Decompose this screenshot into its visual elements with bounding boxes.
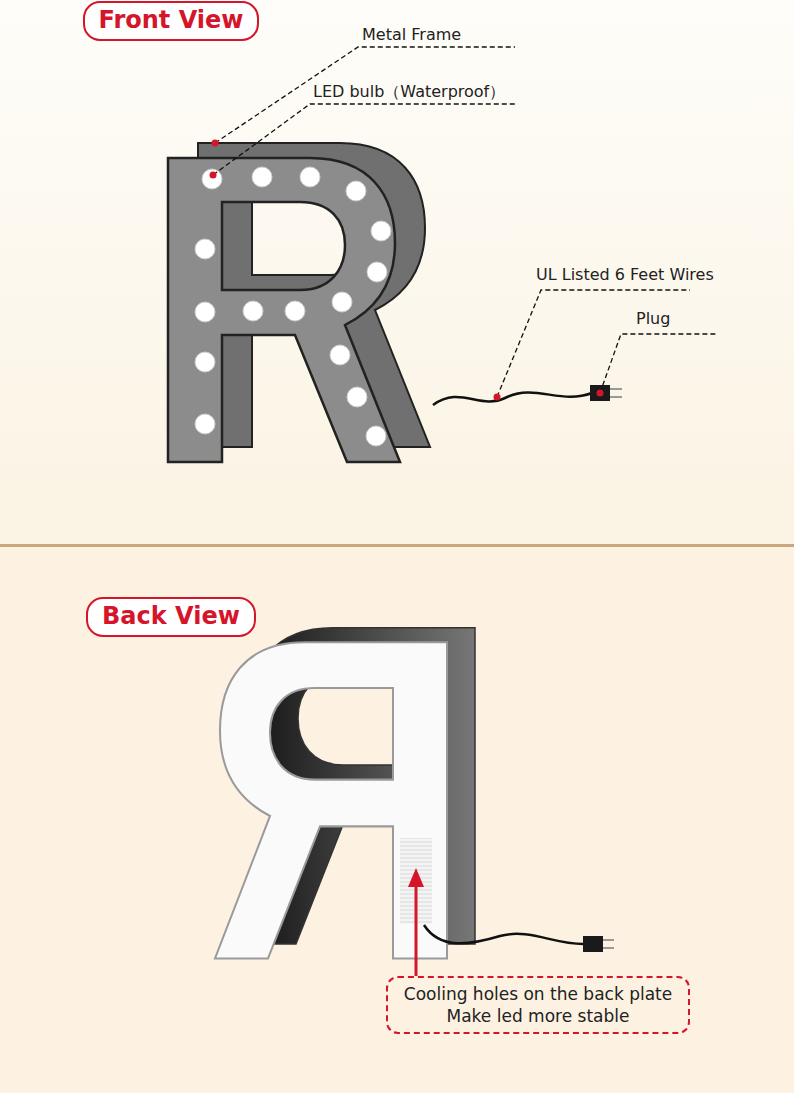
front-letter — [168, 143, 430, 462]
section-heading: Back View — [86, 597, 256, 636]
plug-prong — [610, 396, 622, 398]
callout-box: Cooling holes on the back plateMake led … — [386, 976, 690, 1034]
top-background — [0, 0, 794, 545]
node-text: Cooling holes on the back plate — [404, 983, 672, 1005]
callout-label: UL Listed 6 Feet Wires — [536, 265, 714, 284]
plug-prong — [603, 939, 614, 941]
pointer-arrowhead — [408, 868, 424, 887]
leader-lines — [213, 47, 716, 397]
plug-prong — [603, 947, 614, 949]
callout-label: Plug — [636, 309, 670, 328]
pointer-arrow — [415, 885, 418, 978]
back-letter — [215, 628, 475, 959]
callout-label: LED bulb（Waterproof） — [313, 82, 505, 103]
callout-label: Metal Frame — [362, 25, 461, 44]
node-text: Front View — [99, 5, 244, 36]
section-heading: Front View — [83, 1, 260, 40]
bottom-background — [0, 545, 794, 1093]
led-bulbs — [195, 167, 391, 446]
wire — [424, 925, 585, 944]
node-text: Make led more stable — [404, 1005, 672, 1027]
wire — [433, 393, 592, 405]
plug — [590, 385, 610, 401]
plug-prong — [610, 388, 622, 390]
plug — [583, 936, 603, 952]
letter-face — [168, 158, 400, 462]
divider — [0, 544, 794, 547]
node-text: Back View — [102, 601, 240, 632]
back-plate — [215, 642, 447, 958]
